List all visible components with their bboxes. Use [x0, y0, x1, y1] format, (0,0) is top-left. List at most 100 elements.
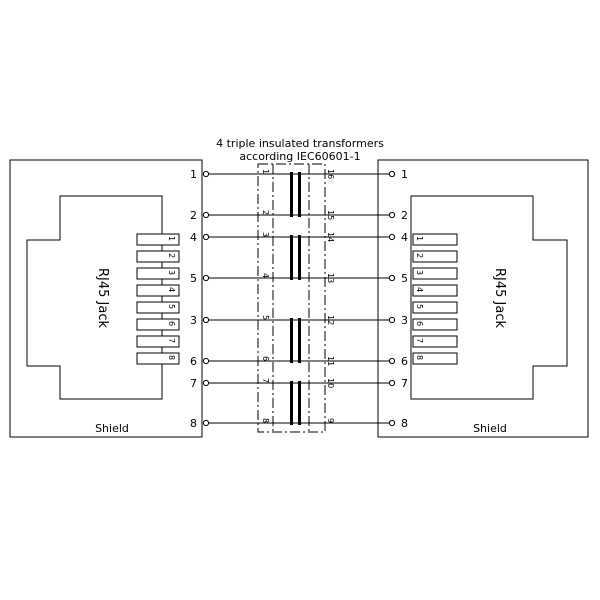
winding-pin-left: 6 — [261, 356, 270, 361]
transformer-core-bar — [298, 172, 301, 217]
left-jack-label: RJ45 Jack — [95, 268, 110, 328]
left-shield-label: Shield — [95, 422, 129, 435]
left-terminal-label: 2 — [190, 209, 197, 222]
left-contact-1 — [136, 233, 180, 246]
transformer-core-bar — [298, 235, 301, 280]
transformer-core-bar — [298, 318, 301, 363]
right-contact-2 — [412, 250, 458, 263]
right-contact-label: 4 — [415, 287, 424, 292]
right-terminal-label: 6 — [401, 355, 408, 368]
winding-pin-right: 14 — [326, 232, 335, 242]
winding-pin-right: 13 — [326, 273, 335, 283]
right-contact-label: 2 — [415, 253, 424, 258]
right-terminal — [388, 233, 396, 241]
left-contact-label: 8 — [167, 355, 176, 360]
right-contact-label: 3 — [415, 270, 424, 275]
right-terminal — [388, 170, 396, 178]
left-contact-6 — [136, 318, 180, 331]
transformer-core-bar — [290, 318, 293, 363]
right-terminal-label: 7 — [401, 377, 408, 390]
winding-pin-left: 7 — [261, 378, 270, 383]
transformer-core-bar — [290, 381, 293, 425]
right-terminal — [388, 379, 396, 387]
left-contact-7 — [136, 335, 180, 348]
right-shield-label: Shield — [473, 422, 507, 435]
transformer-cores — [290, 172, 301, 425]
right-terminal — [388, 419, 396, 427]
right-contact-label: 8 — [415, 355, 424, 360]
left-terminal-label: 5 — [190, 272, 197, 285]
left-terminal — [202, 211, 210, 219]
winding-pin-right: 12 — [326, 315, 335, 325]
right-contact-label: 1 — [415, 236, 424, 241]
right-contact-6 — [412, 318, 458, 331]
left-contact-8 — [136, 352, 180, 365]
left-terminal-label: 4 — [190, 231, 197, 244]
winding-pin-right: 9 — [326, 418, 335, 423]
left-contact-3 — [136, 267, 180, 280]
left-jack-outer — [9, 159, 203, 438]
left-terminal — [202, 357, 210, 365]
winding-pin-left: 3 — [261, 232, 270, 237]
right-contact-1 — [412, 233, 458, 246]
right-terminal — [388, 211, 396, 219]
right-terminal-label: 5 — [401, 272, 408, 285]
left-contact-4 — [136, 284, 180, 297]
right-contact-4 — [412, 284, 458, 297]
winding-pin-left: 2 — [261, 210, 270, 215]
winding-pin-left: 8 — [261, 418, 270, 423]
left-terminal — [202, 419, 210, 427]
right-terminal — [388, 357, 396, 365]
left-terminal-label: 3 — [190, 314, 197, 327]
right-contact-label: 6 — [415, 321, 424, 326]
right-jack-label: RJ45 Jack — [492, 268, 507, 328]
winding-pin-right: 10 — [326, 378, 335, 388]
transformer-core-bar — [298, 381, 301, 425]
transformer-core-bar — [290, 235, 293, 280]
right-terminal-label: 1 — [401, 168, 408, 181]
left-contact-2 — [136, 250, 180, 263]
left-terminal-label: 7 — [190, 377, 197, 390]
winding-pin-left: 4 — [261, 273, 270, 278]
winding-pin-left: 1 — [261, 169, 270, 174]
right-terminal-label: 8 — [401, 417, 408, 430]
left-terminal-label: 1 — [190, 168, 197, 181]
transformer-core-bar — [290, 172, 293, 217]
transformer-package — [257, 163, 326, 433]
left-contact-label: 2 — [167, 253, 176, 258]
right-terminal — [388, 274, 396, 282]
left-terminal — [202, 379, 210, 387]
right-terminal-label: 3 — [401, 314, 408, 327]
winding-pin-right: 15 — [326, 210, 335, 220]
left-contact-label: 6 — [167, 321, 176, 326]
left-contact-label: 3 — [167, 270, 176, 275]
right-contact-7 — [412, 335, 458, 348]
winding-pin-right: 16 — [326, 169, 335, 179]
right-contact-5 — [412, 301, 458, 314]
right-terminal-label: 2 — [401, 209, 408, 222]
left-terminal — [202, 316, 210, 324]
right-contact-label: 7 — [415, 338, 424, 343]
title-line-2: according IEC60601-1 — [239, 150, 360, 163]
left-contact-label: 5 — [167, 304, 176, 309]
left-terminal — [202, 274, 210, 282]
right-contact-8 — [412, 352, 458, 365]
left-jack-inner — [26, 195, 163, 400]
right-terminal — [388, 316, 396, 324]
right-contact-3 — [412, 267, 458, 280]
right-terminal-label: 4 — [401, 231, 408, 244]
left-terminal — [202, 170, 210, 178]
left-contact-5 — [136, 301, 180, 314]
winding-pin-left: 5 — [261, 315, 270, 320]
right-jack-inner — [410, 195, 568, 400]
winding-pin-right: 11 — [326, 356, 335, 366]
left-contact-label: 4 — [167, 287, 176, 292]
right-jack-outer — [377, 159, 589, 438]
title-line-1: 4 triple insulated transformers — [216, 137, 384, 150]
left-terminal — [202, 233, 210, 241]
left-contact-label: 7 — [167, 338, 176, 343]
